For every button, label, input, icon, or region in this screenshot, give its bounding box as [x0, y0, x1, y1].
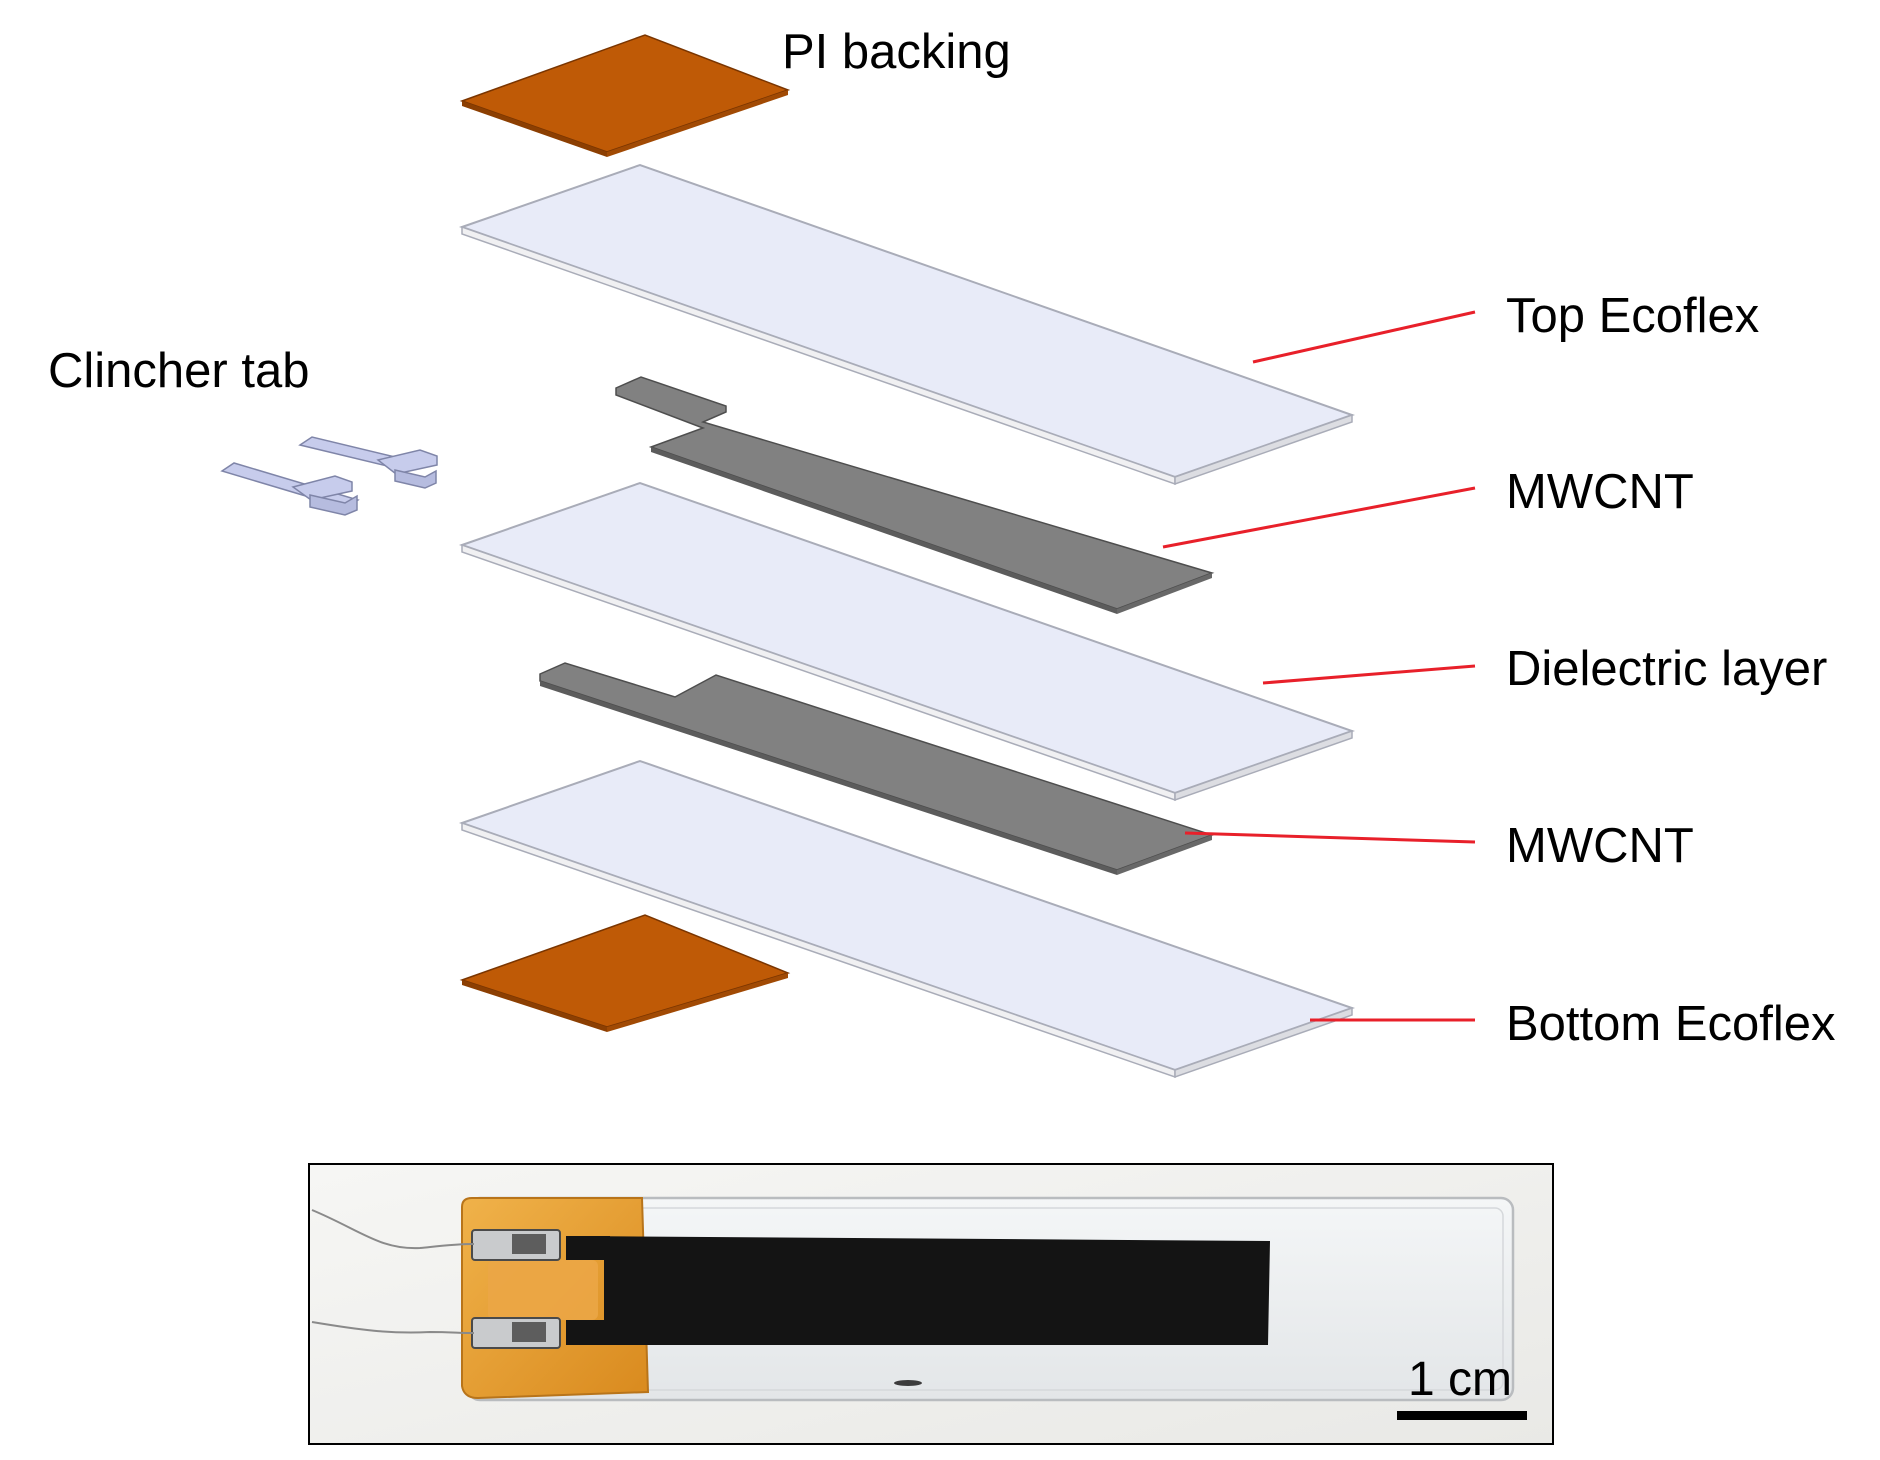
pi-backing-top [459, 34, 791, 157]
leader-line-mwcnt-bottom [1184, 831, 1476, 844]
label-mwcnt-top: MWCNT [1506, 465, 1694, 519]
mwcnt-bottom-electrode [539, 662, 1215, 875]
label-dielectric-layer: Dielectric layer [1506, 642, 1828, 696]
clincher-tab-upper [298, 436, 438, 489]
label-clincher-tab: Clincher tab [48, 344, 310, 398]
mwcnt-top-electrode [615, 376, 1215, 614]
dielectric-layer [458, 481, 1356, 802]
label-bottom-ecoflex: Bottom Ecoflex [1506, 997, 1836, 1051]
scale-bar-label: 1 cm [1408, 1353, 1513, 1406]
bottom-ecoflex-layer [458, 759, 1356, 1079]
leader-line-mwcnt-top [1162, 486, 1476, 549]
photo-clincher-tabs [471, 1229, 561, 1349]
label-top-ecoflex: Top Ecoflex [1506, 289, 1760, 343]
leader-lines [1162, 310, 1476, 1022]
pi-backing-bottom [459, 914, 791, 1032]
top-ecoflex-layer [458, 163, 1356, 486]
label-mwcnt-bottom: MWCNT [1506, 819, 1694, 873]
leader-line-dielectric [1262, 664, 1476, 685]
scale-bar [1397, 1411, 1527, 1420]
device-photo [308, 1163, 1554, 1445]
clincher-tab-lower [220, 462, 360, 516]
label-pi-backing: PI backing [782, 25, 1011, 79]
leader-line-top-ecoflex [1252, 310, 1476, 364]
